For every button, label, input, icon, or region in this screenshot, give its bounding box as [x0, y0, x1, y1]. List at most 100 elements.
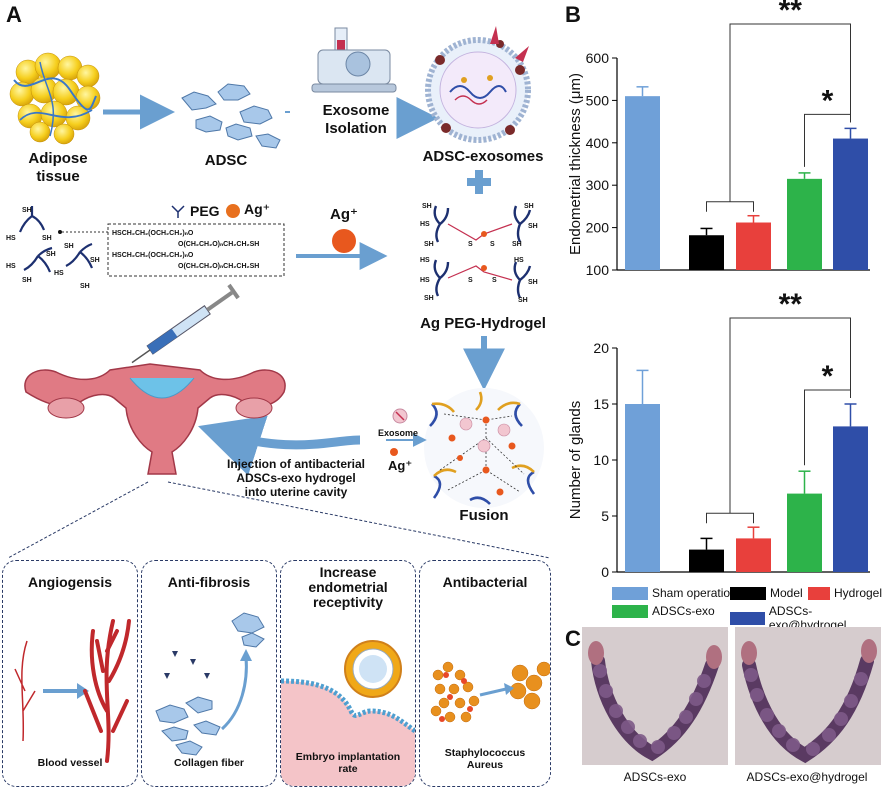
- y-axis-label: Number of glands: [567, 401, 584, 519]
- legend-swatch-sham: [612, 586, 648, 600]
- y-tick-label: 15: [593, 396, 609, 412]
- svg-text:SH: SH: [90, 257, 100, 264]
- svg-text:SH: SH: [22, 277, 32, 284]
- svg-text:HS: HS: [6, 235, 16, 242]
- adipose-label-line1: Adipose: [28, 150, 88, 167]
- adipose-label: Adipose tissue: [8, 150, 108, 186]
- adipose-label-line2: tissue: [36, 168, 80, 185]
- svg-text:SH: SH: [46, 251, 56, 258]
- svg-text:SH: SH: [524, 203, 534, 210]
- injection-line2: ADSCs-exo hydrogel: [236, 471, 356, 485]
- y-tick-label: 10: [593, 452, 609, 468]
- svg-text:SH: SH: [424, 241, 434, 248]
- svg-text:HS: HS: [420, 257, 430, 264]
- legend-label-adscs-exo: ADSCs-exo: [652, 604, 715, 618]
- exosome-small-icon: [390, 408, 408, 456]
- svg-text:HS: HS: [420, 221, 430, 228]
- significance-double-star: **: [779, 290, 803, 321]
- svg-text:SH: SH: [512, 241, 522, 248]
- svg-text:SH: SH: [64, 243, 74, 250]
- svg-text:S: S: [490, 241, 495, 248]
- legend-item-hydrogel: Hydrogel: [808, 586, 882, 600]
- panel-label-b: B: [565, 2, 581, 27]
- bar: [625, 96, 660, 270]
- legend-item-adscs-exo: ADSCs-exo: [612, 604, 715, 618]
- box-angiogenesis-title: Angiogensis: [27, 574, 112, 590]
- ag-ion-icon: [226, 204, 240, 218]
- bar: [833, 426, 868, 572]
- box-anti-fibrosis-caption: Collagen fiber: [173, 757, 244, 769]
- adsc-cells-icon: [181, 83, 281, 149]
- y-axis-label: Endometrial thickness (μm): [567, 73, 584, 255]
- bar: [787, 493, 822, 572]
- exosome-vesicle-icon: [425, 26, 531, 143]
- photo-caption-adscs-exo-hydrogel: ADSCs-exo@hydrogel: [746, 770, 868, 784]
- bar: [625, 404, 660, 572]
- centrifuge-icon: [311, 27, 397, 93]
- adsc-exosomes-label: ADSC-exosomes: [422, 148, 544, 165]
- legend-swatch-adscs-exo-hydrogel: [730, 611, 765, 625]
- significance-bracket-double: [729, 23, 851, 202]
- adipose-tissue-icon: [9, 52, 101, 145]
- peg-label: PEG: [190, 203, 220, 219]
- formula-line2: HSCH₂CH₂(OCH₂CH₂)ₙO: [112, 252, 194, 259]
- bar: [736, 538, 771, 572]
- svg-text:HS: HS: [6, 263, 16, 270]
- y-tick-label: 5: [601, 508, 609, 524]
- box-receptivity-caption: Embryo implantation rate: [281, 751, 415, 775]
- formula-line4: O(CH₂CH₂O)ₙCH₂CH₂SH: [178, 263, 260, 270]
- y-tick-label: 600: [586, 50, 610, 66]
- box-angiogenesis-caption: Blood vessel: [37, 757, 103, 769]
- y-tick-label: 500: [586, 92, 610, 108]
- box-angiogenesis: Angiogensis Blood vessel: [2, 560, 138, 787]
- legend-label-model: Model: [770, 586, 803, 600]
- ag-ball-icon: [332, 229, 356, 253]
- exosome-label: Exosome: [378, 428, 419, 438]
- svg-text:SH: SH: [422, 203, 432, 210]
- group-bracket: [706, 512, 754, 524]
- fusion-label: Fusion: [459, 507, 509, 524]
- legend-item-model: Model: [730, 586, 803, 600]
- uterine-horn-left-image: [582, 627, 728, 765]
- bacteria-icon: [430, 661, 550, 723]
- formula-line3: O(CH₂CH₂O)ₙCH₂CH₂SH: [178, 241, 260, 248]
- y-tick-label: 400: [586, 135, 610, 151]
- bar: [689, 549, 724, 572]
- significance-bracket-single: [804, 389, 851, 466]
- syringe-icon: [131, 283, 240, 364]
- y-tick-label: 0: [601, 564, 609, 580]
- significance-bracket-double: [729, 317, 851, 514]
- photo-caption-adscs-exo: ADSCs-exo: [623, 770, 687, 784]
- ag-plus-label: Ag⁺: [244, 201, 271, 217]
- box-endometrial-receptivity: Increase endometrial receptivity Embryo …: [280, 560, 416, 787]
- svg-text:HS: HS: [54, 270, 64, 277]
- photo-adscs-exo: [582, 627, 728, 765]
- exosome-isolation-line1: Exosome: [322, 102, 390, 119]
- uterus-icon: [24, 363, 286, 475]
- svg-text:SH: SH: [42, 235, 52, 242]
- bar: [787, 178, 822, 270]
- box-antibacterial: Antibacterial Staphylococcus Aureus: [419, 560, 551, 787]
- peg-icon: [171, 205, 185, 218]
- svg-text:HS: HS: [514, 257, 524, 264]
- exosome-isolation-label: Exosome Isolation: [306, 102, 406, 138]
- peg-molecules-icon: [18, 206, 94, 273]
- bar: [833, 138, 868, 270]
- group-bracket: [706, 201, 754, 212]
- svg-text:SH: SH: [518, 297, 528, 304]
- legend-swatch-adscs-exo: [612, 604, 648, 618]
- panel-label-c: C: [565, 626, 581, 651]
- injection-line3: into uterine cavity: [244, 485, 348, 499]
- formula-box: HSCH₂CH₂(OCH₂CH₂)ₙO O(CH₂CH₂O)ₙCH₂CH₂SH …: [112, 228, 282, 272]
- bar: [689, 235, 724, 270]
- y-tick-label: 300: [586, 177, 610, 193]
- svg-text:S: S: [468, 277, 473, 284]
- fusion-network-icon: [424, 388, 544, 508]
- y-tick-label: 20: [593, 340, 609, 356]
- box-anti-fibrosis-title: Anti-fibrosis: [167, 574, 251, 590]
- box-receptivity-title: Increase endometrial receptivity: [308, 564, 388, 610]
- ag-peg-crosslink-icon: [433, 205, 532, 299]
- blood-vessel-icon: [14, 619, 131, 763]
